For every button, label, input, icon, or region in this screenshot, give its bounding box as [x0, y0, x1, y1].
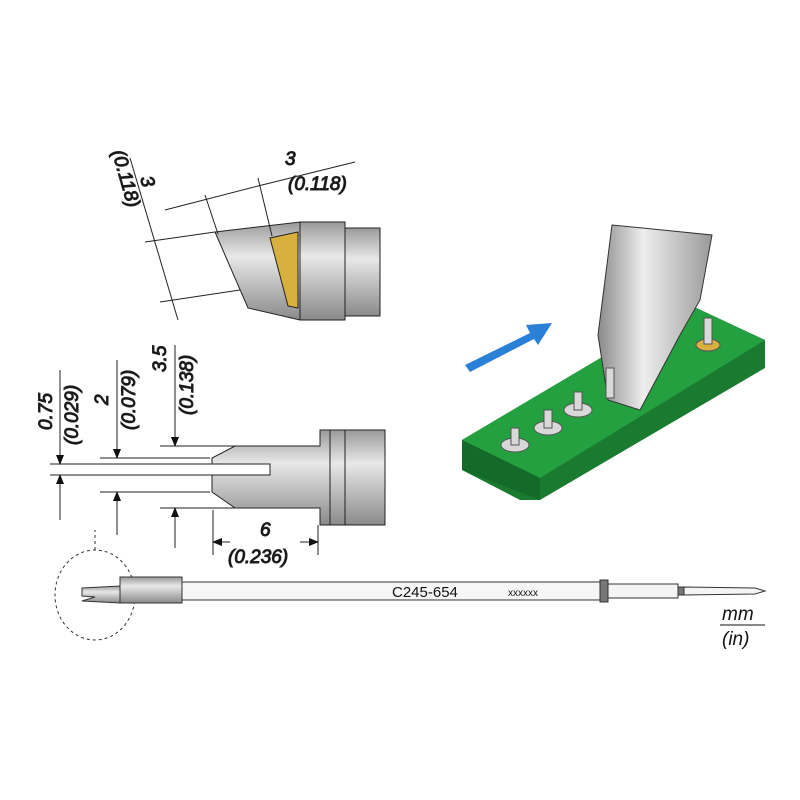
- outer-width-mm: 3.5: [150, 345, 171, 372]
- soldering-tip: [597, 224, 713, 411]
- usage-illustration: [462, 224, 765, 500]
- slot-width-mm: 0.75: [36, 393, 57, 430]
- direction-arrow-icon: [465, 323, 552, 372]
- unit-mm: mm: [722, 604, 754, 625]
- side-width-mm: 3: [285, 149, 296, 170]
- part-number: C245-654: [392, 584, 458, 601]
- slot-width-in: (0.029): [62, 385, 83, 445]
- side-width-in: (0.118): [288, 174, 347, 195]
- cartridge: C245-654 xxxxxx: [54, 530, 767, 641]
- fork-tip: [211, 429, 386, 526]
- inner-width-mm: 2: [92, 394, 113, 406]
- length-in: (0.236): [228, 547, 288, 568]
- outer-width-in: (0.138): [177, 355, 198, 415]
- inner-width-in: (0.079): [119, 370, 140, 430]
- units-legend: mm (in): [720, 604, 765, 650]
- batch-code: xxxxxx: [508, 588, 538, 599]
- side-view: 3 (0.118) 3 (0.118): [107, 147, 381, 321]
- front-view: 0.75 (0.029) 2 (0.079) 3.5 (0.138) 6 (0.…: [36, 345, 386, 569]
- solder-area: [269, 231, 299, 309]
- length-mm: 6: [260, 520, 271, 541]
- unit-in: (in): [722, 629, 749, 650]
